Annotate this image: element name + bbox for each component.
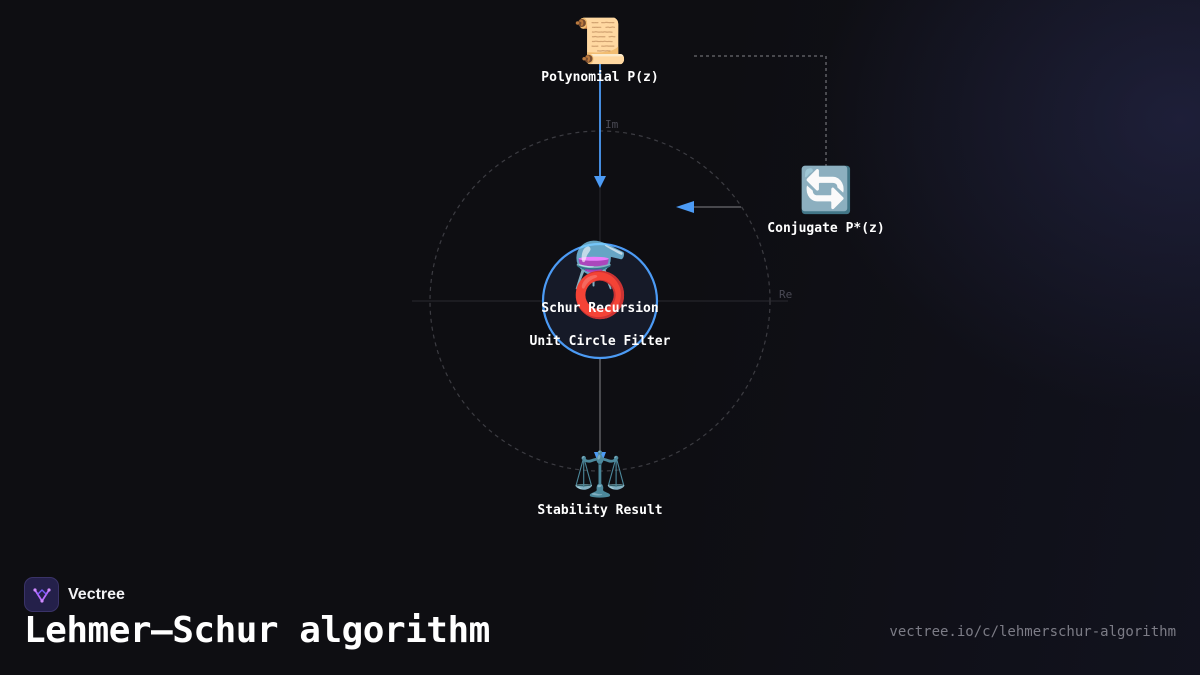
imaginary-axis-label: Im bbox=[605, 118, 619, 131]
unit-circle-filter-label: Unit Circle Filter bbox=[530, 334, 671, 349]
arrow-filter-to-stability-head bbox=[594, 452, 606, 468]
scroll-icon: 📜 bbox=[573, 16, 628, 67]
unit-circle-glyph-icon: ⭕ bbox=[573, 270, 628, 321]
vectree-logo-icon bbox=[24, 577, 59, 612]
balance-scale-icon: ⚖️ bbox=[573, 449, 628, 500]
brand[interactable]: Vectree bbox=[24, 577, 125, 612]
counterclockwise-arrows-icon: 🔄 bbox=[799, 165, 854, 216]
unit-circle-filter-node[interactable] bbox=[541, 242, 659, 360]
page-url[interactable]: vectree.io/c/lehmerschur-algorithm bbox=[889, 624, 1176, 640]
real-axis-label: Re bbox=[779, 288, 792, 301]
node-polynomial[interactable]: 📜 Polynomial P(z) bbox=[541, 16, 658, 85]
page-title: Lehmer–Schur algorithm bbox=[24, 610, 490, 651]
brand-name: Vectree bbox=[68, 585, 125, 603]
node-stability[interactable]: ⚖️ Stability Result bbox=[537, 449, 662, 518]
alembic-icon: ⚗️ bbox=[573, 240, 628, 291]
conjugate-label: Conjugate P*(z) bbox=[767, 221, 884, 236]
connector-polynomial-to-conjugate bbox=[694, 55, 827, 178]
stability-label: Stability Result bbox=[537, 503, 662, 518]
arrow-conjugate-to-schur-head bbox=[676, 201, 694, 213]
node-schur-recursion[interactable]: ⚗️ ⭕ Schur Recursion Unit Circle Filter bbox=[530, 240, 671, 349]
polynomial-label: Polynomial P(z) bbox=[541, 70, 658, 85]
node-conjugate[interactable]: 🔄 Conjugate P*(z) bbox=[767, 165, 884, 236]
schur-recursion-label: Schur Recursion bbox=[541, 301, 658, 316]
